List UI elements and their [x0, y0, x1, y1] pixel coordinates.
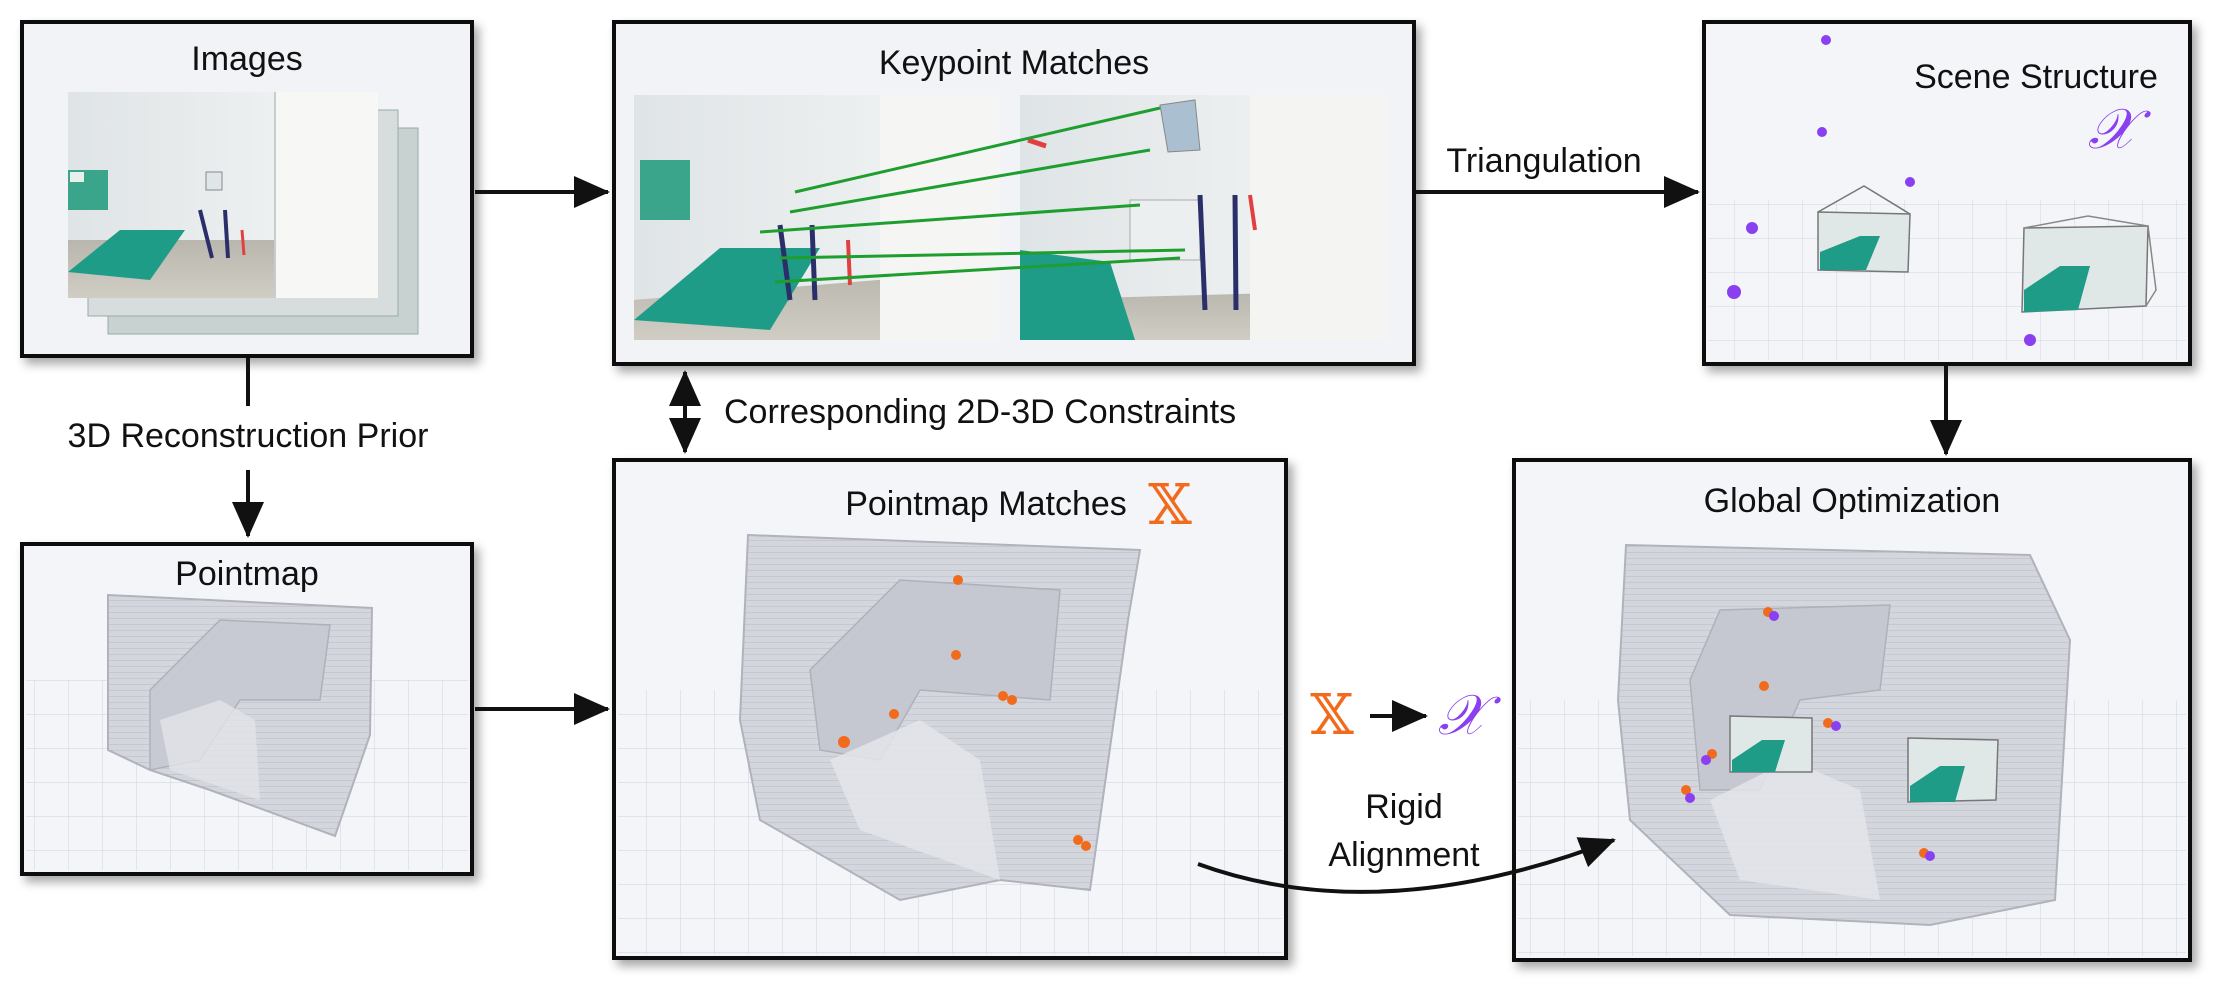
pointmap-matches-cloud — [738, 533, 1142, 902]
global-cloud — [1616, 543, 2072, 927]
connector-arrows — [232, 176, 1962, 894]
room-photo — [68, 92, 378, 298]
images-panel: Images — [20, 20, 474, 358]
pointmap-cloud — [107, 593, 374, 838]
alignment-label: Alignment — [1328, 836, 1480, 874]
keypoint-matches-title: Keypoint Matches — [879, 44, 1149, 82]
image-stack — [68, 92, 419, 335]
pointmap-title: Pointmap — [175, 555, 319, 593]
constraints-label: Corresponding 2D-3D Constraints — [724, 393, 1236, 431]
pointmap-panel: Pointmap — [20, 542, 474, 876]
keypoint-photo-right — [1020, 95, 1386, 340]
rigid-label: Rigid — [1365, 788, 1442, 826]
global-optimization-panel: Global Optimization — [1512, 458, 2192, 962]
transform-from-symbol: 𝕏 — [1310, 683, 1354, 748]
transform-to-symbol: 𝒳 — [1438, 683, 1502, 748]
arrow-rigid-alignment — [1197, 837, 1616, 894]
structure-points — [1727, 35, 2036, 346]
global-points-purple — [1685, 611, 1935, 861]
camera-frame-1 — [1817, 185, 1911, 273]
keypoint-matches-panel: Keypoint Matches — [612, 20, 1416, 366]
images-title: Images — [191, 40, 303, 78]
triangulation-label: Triangulation — [1446, 142, 1641, 180]
pointmap-matches-panel: Pointmap Matches 𝕏 — [612, 458, 1288, 960]
pointmap-matches-title: Pointmap Matches — [845, 485, 1127, 523]
reconstruction-prior-label: 3D Reconstruction Prior — [68, 417, 429, 455]
scene-structure-panel: Scene Structure 𝒳 — [1702, 20, 2192, 366]
keypoint-match-lines — [759, 106, 1186, 284]
global-optimization-title: Global Optimization — [1704, 482, 2001, 520]
pointmap-match-points — [838, 575, 1091, 851]
keypoint-photo-left — [634, 95, 1000, 340]
global-camera-2 — [1907, 737, 1999, 803]
global-camera-1 — [1729, 715, 1813, 773]
scene-structure-title: Scene Structure — [1914, 58, 2158, 96]
camera-frame-2 — [2021, 215, 2157, 313]
pointmap-x-symbol: 𝕏 — [1148, 473, 1192, 538]
